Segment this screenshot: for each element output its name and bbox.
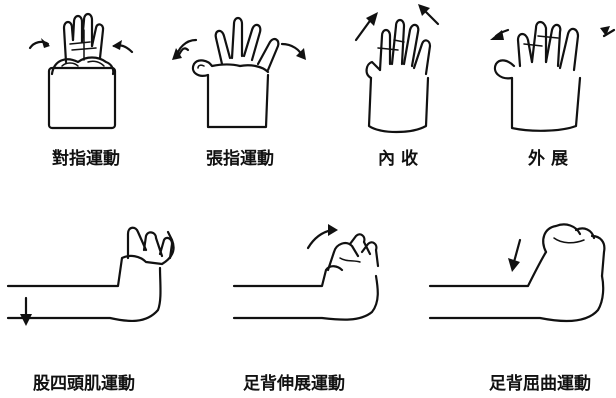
hand-adduction-icon [354, 4, 440, 134]
hand-spread-icon [172, 16, 306, 129]
label-finger-spread: 張指運動 [206, 149, 274, 169]
label-dorsiflexion: 足背伸展運動 [243, 374, 345, 394]
label-opposition: 對指運動 [52, 149, 120, 169]
label-quadriceps: 股四頭肌運動 [33, 374, 135, 394]
leg-dorsiflexion-icon [232, 224, 380, 321]
leg-plantarflexion-icon [428, 223, 606, 323]
label-adduction: 內 收 [378, 149, 418, 169]
leg-quadriceps-icon [6, 226, 175, 326]
label-plantarflexion: 足背屈曲運動 [489, 374, 591, 394]
hand-abduction-icon [490, 20, 616, 132]
hand-opposition-icon [28, 12, 134, 130]
label-abduction: 外 展 [528, 149, 568, 169]
